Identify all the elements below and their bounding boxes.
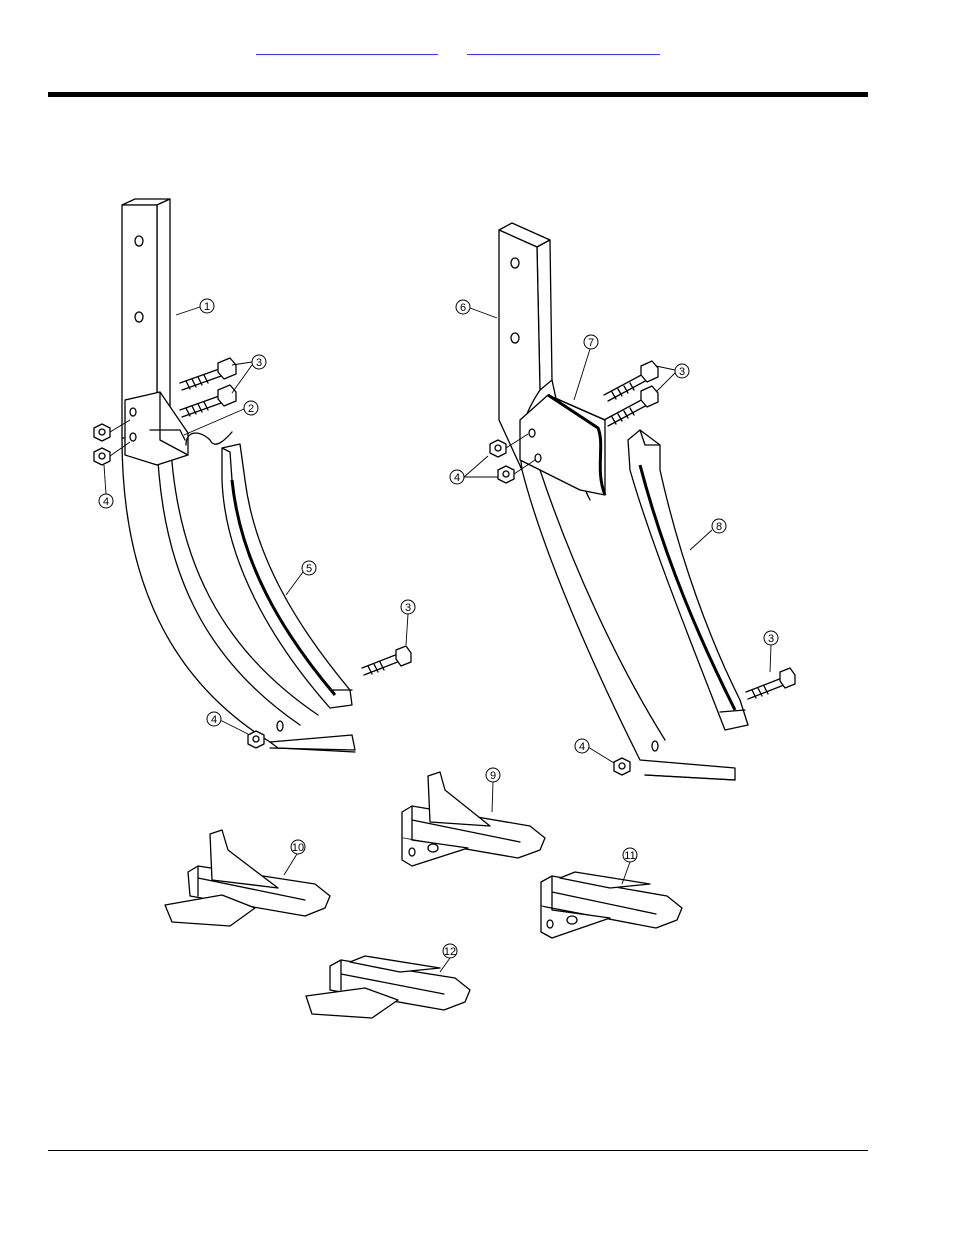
callout-5: 5 [286, 561, 316, 595]
callout-3-upper-right: 3 [656, 364, 689, 392]
callout-4-lower-right: 4 [575, 739, 614, 763]
point-10 [165, 830, 330, 926]
nut-right-1 [490, 440, 506, 457]
mount-bracket-left [125, 392, 188, 465]
callout-11: 11 [622, 848, 637, 884]
callout-7: 7 [574, 335, 598, 400]
point-12 [306, 956, 470, 1018]
wear-strip-5 [222, 444, 352, 708]
bolt-lower-left [362, 646, 411, 675]
svg-text:10: 10 [292, 842, 304, 854]
shank-curved-part [499, 223, 735, 780]
svg-text:2: 2 [248, 403, 254, 415]
nut-right-2 [498, 466, 514, 483]
callout-4-upper-left: 4 [99, 465, 113, 508]
nut-left-1 [94, 424, 110, 441]
svg-text:6: 6 [460, 302, 466, 314]
bolt-upper-1 [180, 358, 236, 390]
bolt-lower-right [746, 668, 795, 699]
callout-3-lower-right: 3 [764, 631, 778, 672]
svg-text:4: 4 [454, 472, 460, 484]
footer-rule [48, 1150, 868, 1151]
callout-3-upper-left: 3 [232, 355, 266, 393]
svg-text:3: 3 [405, 602, 411, 614]
callout-2: 2 [184, 401, 258, 435]
point-9 [402, 772, 545, 866]
callout-12: 12 [440, 944, 457, 972]
svg-text:4: 4 [103, 496, 109, 508]
svg-text:3: 3 [768, 633, 774, 645]
mount-bracket-right [520, 395, 605, 495]
callout-10: 10 [284, 840, 305, 875]
callout-3-lower-left: 3 [401, 600, 415, 645]
callout-1: 1 [176, 299, 214, 315]
callout-6: 6 [456, 300, 497, 318]
point-11 [541, 872, 682, 938]
nut-lower-left [248, 731, 264, 748]
wear-strip-8 [628, 430, 748, 730]
svg-text:8: 8 [716, 521, 722, 533]
bolt-upper-2 [180, 385, 236, 417]
svg-text:3: 3 [256, 357, 262, 369]
callout-9: 9 [486, 768, 500, 812]
svg-text:5: 5 [306, 563, 312, 575]
nut-left-2 [94, 448, 110, 465]
svg-text:11: 11 [624, 850, 635, 862]
nut-lower-right [614, 758, 630, 775]
svg-text:1: 1 [204, 301, 210, 313]
svg-text:12: 12 [444, 946, 456, 958]
svg-text:4: 4 [579, 741, 585, 753]
callout-4-upper-right: 4 [450, 456, 498, 484]
svg-text:9: 9 [490, 770, 496, 782]
callout-8: 8 [690, 519, 726, 550]
svg-text:7: 7 [588, 337, 594, 349]
svg-text:4: 4 [211, 714, 217, 726]
svg-text:3: 3 [679, 366, 685, 378]
